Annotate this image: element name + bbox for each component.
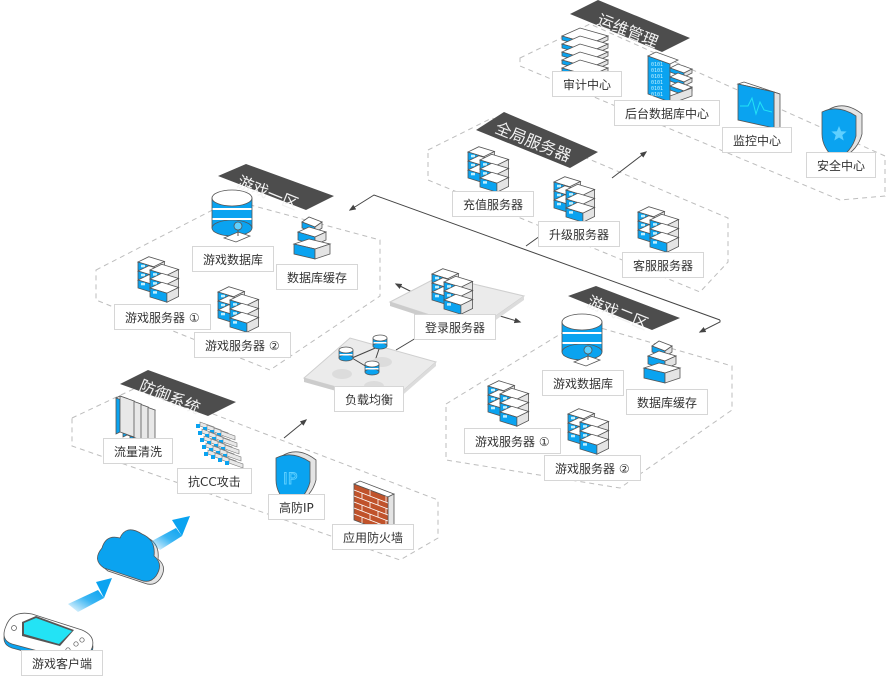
login-server-icon <box>430 268 474 315</box>
label-recharge-server: 充值服务器 <box>452 191 535 217</box>
label-audit-center: 审计中心 <box>552 71 623 97</box>
anti-cc-icon <box>196 421 244 469</box>
star-icon <box>831 126 847 141</box>
balancer-db-icon-1 <box>338 346 354 362</box>
connector-balancer-login <box>395 337 417 351</box>
monitor-icon <box>736 81 781 131</box>
connectors <box>283 151 721 439</box>
label-upgrade-server: 升级服务器 <box>538 221 621 247</box>
label-monitor-center: 监控中心 <box>722 127 793 153</box>
label-zone1-server1: 游戏服务器 ① <box>114 304 211 330</box>
label-security-center: 安全中心 <box>806 152 877 178</box>
security-shield-icon <box>821 105 863 161</box>
label-zone1-cache: 数据库缓存 <box>276 264 359 290</box>
label-login-server: 登录服务器 <box>414 314 497 340</box>
label-backend-db-center: 后台数据库中心 <box>614 100 721 126</box>
cloud-icon <box>97 529 164 585</box>
svg-text:0101: 0101 <box>651 68 663 74</box>
zone1-cache-icon <box>292 216 332 260</box>
svg-text:0101: 0101 <box>651 74 663 80</box>
label-high-defense-ip: 高防IP <box>268 494 325 520</box>
support-server-icon <box>636 206 680 253</box>
label-load-balancer: 负载均衡 <box>334 386 405 412</box>
zone2-server1-icon <box>486 380 530 427</box>
label-support-server: 客服服务器 <box>622 252 705 278</box>
label-zone1-db: 游戏数据库 <box>192 246 275 272</box>
recharge-server-icon <box>466 146 510 193</box>
zone1-database-icon <box>211 189 253 243</box>
svg-text:0101: 0101 <box>651 62 663 68</box>
flow-arrow-client-to-cloud <box>68 578 112 612</box>
label-zone2-server1: 游戏服务器 ① <box>464 428 561 454</box>
connector-defense-balancer <box>283 419 308 439</box>
balancer-db-icon-3 <box>364 360 380 376</box>
zone1-server1-icon <box>136 256 180 303</box>
ops-outline <box>519 23 886 201</box>
ip-glyph: IP <box>283 469 298 488</box>
svg-text:0101: 0101 <box>651 92 663 98</box>
flow-arrows <box>68 516 190 612</box>
zone2-cache-icon <box>642 340 682 384</box>
connector-login-left <box>394 283 413 293</box>
global-outline <box>427 117 729 293</box>
label-zone1-server2: 游戏服务器 ② <box>194 332 291 358</box>
zone2-database-icon <box>561 313 603 367</box>
label-traffic-scrubbing: 流量清洗 <box>103 438 174 464</box>
label-zone2-server2: 游戏服务器 ② <box>544 455 641 481</box>
high-defense-ip-shield-icon: IP <box>275 451 317 507</box>
connector-login-right <box>499 315 522 324</box>
connector-to-ops <box>611 151 648 179</box>
upgrade-server-icon <box>552 176 596 223</box>
connector-upgrade <box>525 235 541 247</box>
label-anti-cc: 抗CC攻击 <box>177 468 252 494</box>
svg-text:0101: 0101 <box>651 86 663 92</box>
label-zone2-cache: 数据库缓存 <box>626 389 709 415</box>
connector-to-zone1 <box>348 194 721 321</box>
connector-to-zone2 <box>698 320 721 333</box>
traffic-scrubbing-icon <box>114 395 157 447</box>
gamepad-screen <box>24 618 72 644</box>
flow-arrow-cloud-to-defense <box>150 516 190 550</box>
zone2-server2-icon <box>566 408 610 455</box>
label-zone2-db: 游戏数据库 <box>542 370 625 396</box>
label-game-client: 游戏客户端 <box>21 650 104 676</box>
svg-text:0101: 0101 <box>651 80 663 86</box>
balancer-db-icon-2 <box>372 334 388 350</box>
zone1-outline <box>95 199 381 371</box>
zone1-server2-icon <box>216 286 260 333</box>
label-waf: 应用防火墙 <box>332 524 415 550</box>
